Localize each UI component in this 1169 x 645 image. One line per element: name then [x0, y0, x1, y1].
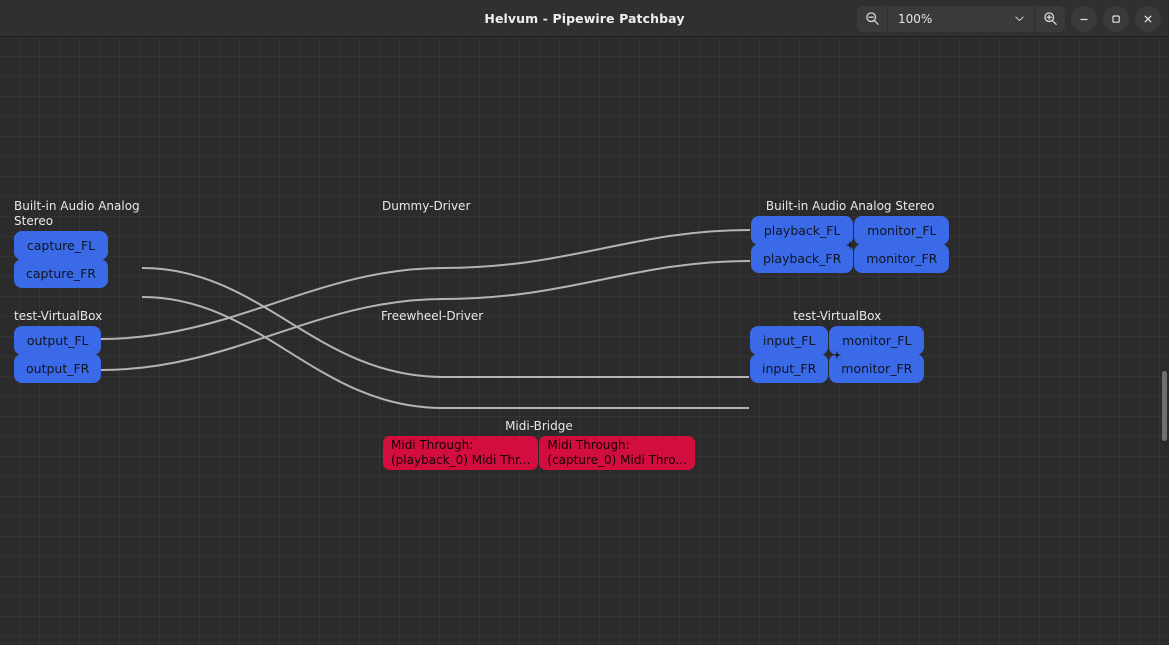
- window-title: Helvum - Pipewire Patchbay: [484, 10, 685, 26]
- port-grid: Midi Through: (playback_0) Midi Thr...Mi…: [383, 436, 695, 470]
- port-column-input: Midi Through: (playback_0) Midi Thr...: [383, 436, 539, 470]
- node-title: Freewheel-Driver: [381, 309, 484, 323]
- port[interactable]: monitor_FL: [829, 326, 925, 355]
- port[interactable]: input_FR: [750, 354, 829, 383]
- node-title: test-VirtualBox: [793, 309, 882, 323]
- connection-link[interactable]: [100, 229, 751, 340]
- connection-link[interactable]: [141, 267, 749, 379]
- node-title: Built-in Audio Analog Stereo: [14, 199, 140, 228]
- port[interactable]: monitor_FR: [829, 354, 925, 383]
- port-column-output: Midi Through: (capture_0) Midi Thro...: [539, 436, 695, 470]
- port[interactable]: output_FR: [14, 354, 102, 383]
- port[interactable]: playback_FR: [751, 244, 854, 273]
- node-title: Dummy-Driver: [382, 199, 471, 213]
- port[interactable]: Midi Through: (capture_0) Midi Thro...: [539, 436, 695, 470]
- connection-links: [100, 229, 751, 410]
- vertical-scrollbar-thumb[interactable]: [1162, 371, 1167, 441]
- zoom-level-dropdown[interactable]: 100%: [887, 5, 1035, 32]
- port[interactable]: output_FL: [14, 326, 102, 355]
- port[interactable]: monitor_FR: [854, 244, 950, 273]
- maximize-button[interactable]: [1103, 5, 1129, 32]
- zoom-control-group: 100%: [857, 5, 1065, 32]
- port[interactable]: capture_FR: [14, 259, 108, 288]
- connection-link[interactable]: [100, 260, 751, 371]
- zoom-out-icon[interactable]: [857, 5, 887, 32]
- port[interactable]: playback_FL: [751, 216, 854, 245]
- node-dummy-driver[interactable]: Dummy-Driver: [382, 199, 470, 216]
- node-title: test-VirtualBox: [14, 309, 103, 323]
- port[interactable]: monitor_FL: [854, 216, 950, 245]
- node-freewheel-driver[interactable]: Freewheel-Driver: [381, 309, 483, 326]
- port[interactable]: input_FL: [750, 326, 829, 355]
- titlebar-controls: 100%: [857, 0, 1161, 37]
- close-button[interactable]: [1135, 5, 1161, 32]
- port[interactable]: Midi Through: (playback_0) Midi Thr...: [383, 436, 539, 470]
- port[interactable]: capture_FL: [14, 231, 108, 260]
- zoom-in-icon[interactable]: [1035, 5, 1065, 32]
- chevron-down-icon: [1013, 12, 1026, 25]
- node-title: Built-in Audio Analog Stereo: [765, 199, 935, 213]
- minimize-button[interactable]: [1071, 5, 1097, 32]
- connection-link[interactable]: [141, 296, 749, 410]
- vertical-scrollbar-track[interactable]: [1159, 37, 1169, 645]
- node-title: Midi-Bridge: [505, 419, 573, 433]
- zoom-level-value: 100%: [898, 11, 933, 26]
- title-bar[interactable]: Helvum - Pipewire Patchbay 100%: [0, 0, 1169, 37]
